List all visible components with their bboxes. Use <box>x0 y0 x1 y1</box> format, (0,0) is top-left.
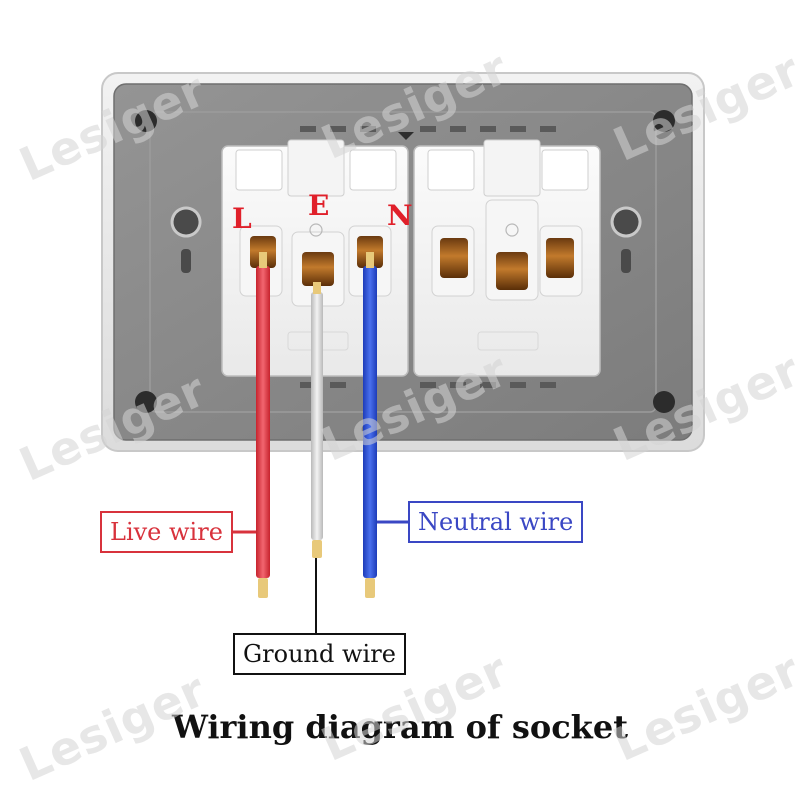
neutral-wire <box>363 252 377 598</box>
keyhole-slot-icon <box>610 206 642 238</box>
terminal-l-letter: L <box>232 202 252 235</box>
earth-symbol-icon <box>309 223 323 237</box>
screw-hole-icon <box>135 110 157 132</box>
ground-wire-label: Ground wire <box>233 633 406 675</box>
screw-hole-icon <box>653 391 675 413</box>
earth-symbol-icon <box>505 223 519 237</box>
live-wire <box>256 252 270 598</box>
neutral-wire-label: Neutral wire <box>408 501 584 543</box>
diagram-caption: Wiring diagram of socket <box>172 708 628 746</box>
ground-wire <box>311 282 323 558</box>
keyhole-slot-icon <box>170 206 202 238</box>
live-wire-label: Live wire <box>100 511 233 553</box>
screw-hole-icon <box>653 110 675 132</box>
terminal-e-letter: E <box>308 189 330 222</box>
screw-hole-icon <box>135 391 157 413</box>
socket-module-right <box>413 139 601 377</box>
terminal-n-letter: N <box>387 199 413 232</box>
terminal-e-screw <box>302 252 334 286</box>
